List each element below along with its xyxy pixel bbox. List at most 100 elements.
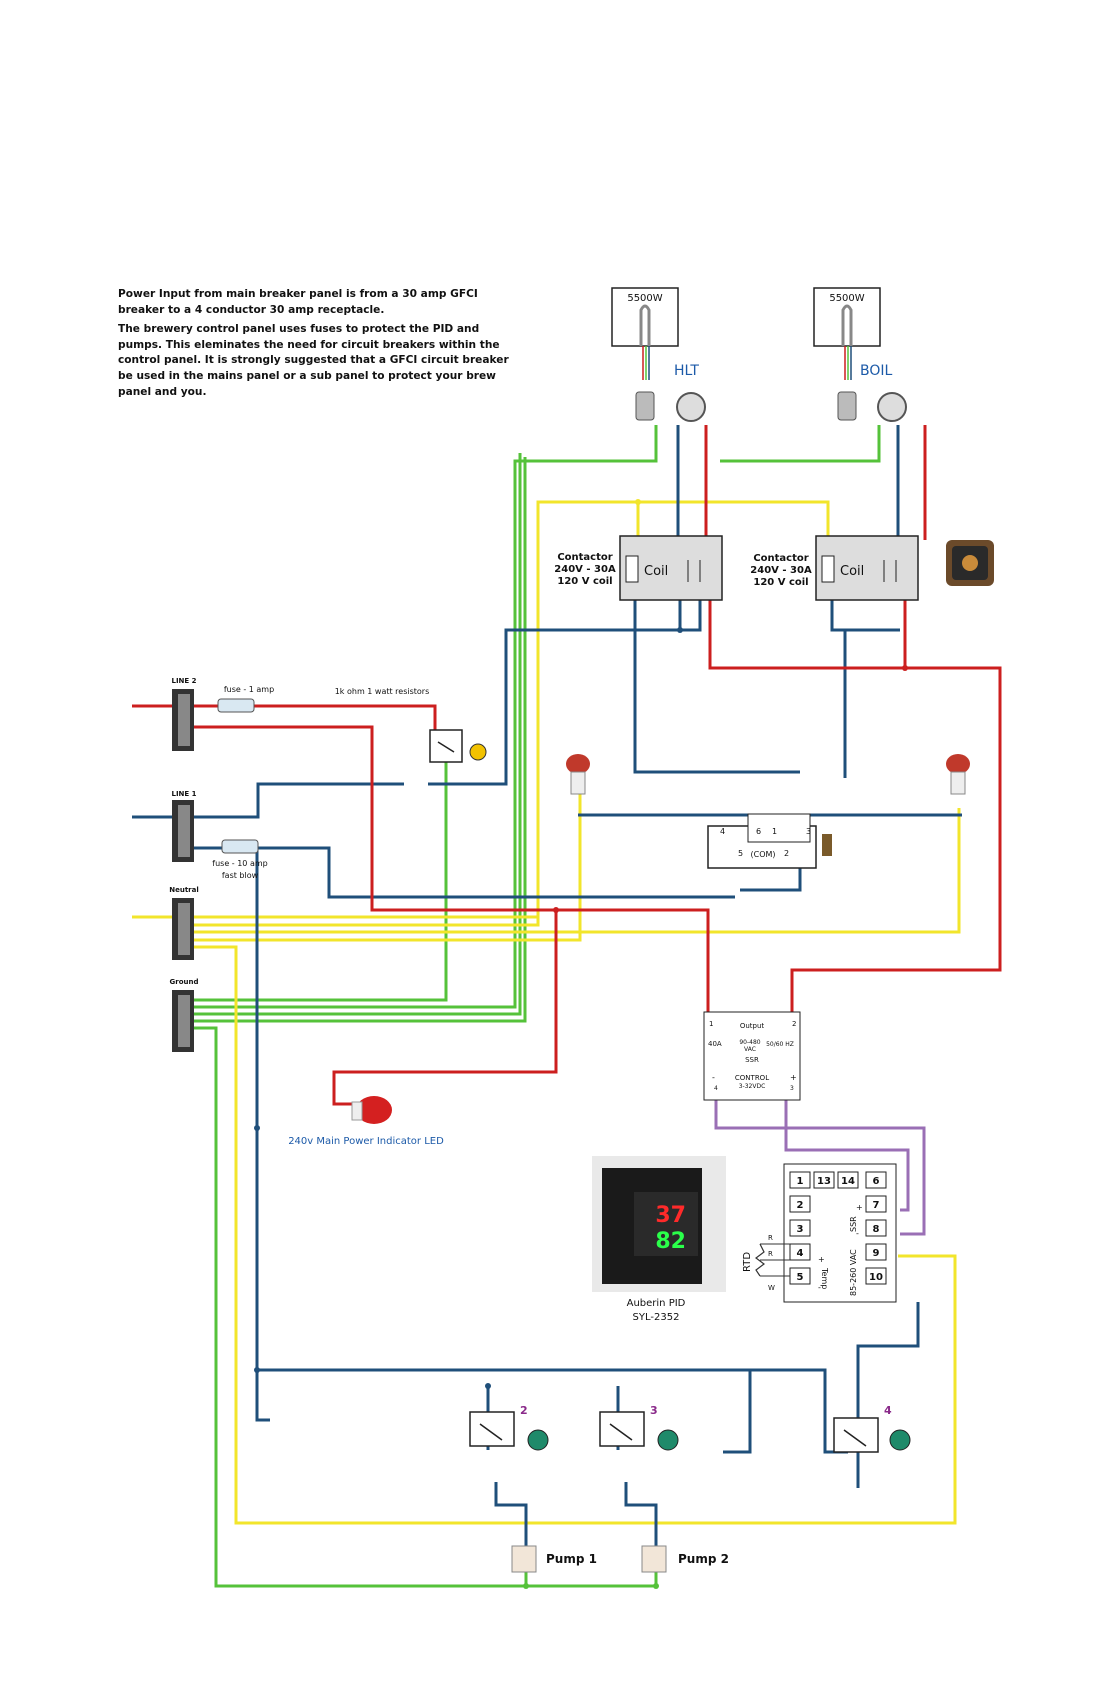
line2-wires (132, 425, 1002, 1106)
pump-1-label: Pump 1 (546, 1552, 597, 1566)
rtd-r1: R (768, 1234, 773, 1242)
main-power-switch (429, 729, 487, 763)
terminal-block-ground: Ground (170, 978, 199, 1052)
contactor-right-line3: 120 V coil (753, 577, 808, 588)
contactor-photo-icon (946, 540, 994, 586)
terminal-ground-label: Ground (170, 978, 199, 986)
selector-pin-3: 3 (806, 827, 811, 836)
selector-switch: 4 6 1 3 5 2 (COM) (707, 813, 832, 869)
pid-term-4: 4 (797, 1248, 804, 1259)
contactor-right-coil: Coil (840, 564, 864, 579)
pump-switch-3-number: 4 (884, 1404, 892, 1417)
pid-term-13: 13 (817, 1176, 831, 1187)
boil-label: BOIL (860, 363, 893, 379)
selector-knob-icon (822, 834, 832, 856)
terminal-line2-label: LINE 2 (171, 677, 196, 685)
terminal-block-neutral: Neutral (169, 886, 199, 960)
fuse-10amp-label: fuse - 10 amp (212, 859, 267, 868)
selector-pin-6: 6 (756, 827, 761, 836)
main-power-led: 240v Main Power Indicator LED (288, 1096, 444, 1147)
rtd-resistor-icon (755, 1243, 765, 1277)
rtd-sensor: RTD R R W (742, 1234, 790, 1292)
boil-heater-power: 5500W (829, 293, 864, 304)
contactor-right: Coil Contactor 240V - 30A 120 V coil (750, 535, 919, 601)
boil-pilot-lamp-icon (946, 754, 970, 795)
hlt-receptacle-icon (676, 392, 706, 422)
pid-term-7: 7 (873, 1200, 880, 1211)
fuse-1amp-label: fuse - 1 amp (224, 685, 274, 694)
hlt-plug-icon (635, 391, 655, 421)
junction-dots (254, 499, 908, 1589)
pid-temp-minus: - (818, 1283, 821, 1292)
pump-switch-2: 3 (599, 1404, 679, 1451)
ssr-pin3: 3 (790, 1085, 794, 1092)
pid-term-10: 10 (869, 1272, 883, 1283)
boil-heater: 5500W BOIL (813, 287, 907, 422)
pump-switch-2-number: 3 (650, 1404, 658, 1417)
contactor-right-line2: 240V - 30A (750, 565, 812, 576)
selector-pin-4: 4 (720, 827, 725, 836)
terminal-block-line2: LINE 2 (171, 677, 197, 751)
pid-term-5: 5 (797, 1272, 804, 1283)
selector-pin-5: 5 (738, 849, 743, 858)
ssr-minus: - (712, 1073, 715, 1082)
ssr-voltage2: VAC (744, 1046, 756, 1053)
pid-term-8: 8 (873, 1224, 880, 1235)
contactor-right-line1: Contactor (753, 553, 808, 564)
pump-switch-1: 2 (469, 1404, 549, 1451)
boil-receptacle-icon (877, 392, 907, 422)
ssr-voltage1: 90-480 (739, 1039, 760, 1046)
terminal-neutral-label: Neutral (169, 886, 199, 894)
boil-plug-icon (837, 391, 857, 421)
pid-terminal-block: 1 13 14 6 2 7 3 8 4 9 5 10 SSR + - T (783, 1163, 897, 1303)
resistors-label: 1k ohm 1 watt resistors (335, 687, 430, 696)
pump-switch-1-number: 2 (520, 1404, 528, 1417)
rtd-label: RTD (742, 1252, 753, 1272)
pid-vac-label: 85-260 VAC (849, 1249, 858, 1296)
hlt-heater: 5500W HLT (611, 287, 706, 422)
fuse-10amp: fuse - 10 amp fast blow (212, 839, 268, 880)
intro-text: Power Input from main breaker panel is f… (118, 287, 518, 404)
contactor-left-coil: Coil (644, 564, 668, 579)
ssr-output-label: Output (740, 1022, 765, 1030)
neutral-wires (132, 500, 961, 1525)
pid-term-6: 6 (873, 1176, 880, 1187)
main-switch-lamp-icon (469, 743, 487, 761)
terminal-block-line1: LINE 1 (171, 790, 197, 862)
selector-pin-2: 2 (784, 849, 789, 858)
rtd-r2: R (768, 1250, 773, 1258)
pump-switch-1-lamp-icon (527, 1429, 549, 1451)
pid-term-9: 9 (873, 1248, 880, 1259)
ssr-pin1: 1 (709, 1020, 713, 1028)
pid-term-1: 1 (797, 1176, 804, 1187)
ssr-pin2: 2 (792, 1020, 796, 1028)
ssr-frequency: 50/60 HZ (766, 1041, 794, 1048)
pid-model: SYL-2352 (633, 1312, 680, 1323)
selector-pin-1: 1 (772, 827, 777, 836)
contactor-left: Coil Contactor 240V - 30A 120 V coil (554, 535, 723, 601)
pid-ssr-plus: + (856, 1203, 863, 1212)
pump-1-outlet-icon (511, 1545, 537, 1573)
pump-switch-2-lamp-icon (657, 1429, 679, 1451)
pump-switch-3-lamp-icon (889, 1429, 911, 1451)
pid-temp-label: Temp (820, 1267, 829, 1289)
contactor-left-line2: 240V - 30A (554, 564, 616, 575)
ssr-name: SSR (745, 1056, 759, 1064)
pid-term-14: 14 (841, 1176, 855, 1187)
pid-term-2: 2 (797, 1200, 804, 1211)
contactor-left-line1: Contactor (557, 552, 612, 563)
pump-2-outlet-icon (641, 1545, 667, 1573)
ssr-control-label: CONTROL (735, 1074, 769, 1082)
pump-1-outlet: Pump 1 (511, 1545, 597, 1573)
ssr-module: 1 2 Output 40A 90-480 VAC 50/60 HZ SSR C… (703, 1011, 801, 1101)
ssr-control-voltage: 3-32VDC (739, 1083, 766, 1090)
hlt-pilot-lamp-icon (566, 754, 590, 795)
fuse-1amp: fuse - 1 amp 1k ohm 1 watt resistors (217, 685, 430, 713)
ssr-rating: 40A (708, 1040, 722, 1048)
fuse-10amp-sublabel: fast blow (222, 871, 259, 880)
pid-photo: 37 82 (592, 1156, 726, 1292)
pump-2-label: Pump 2 (678, 1552, 729, 1566)
main-power-led-label: 240v Main Power Indicator LED (288, 1136, 444, 1147)
ground-wires (192, 425, 881, 1588)
